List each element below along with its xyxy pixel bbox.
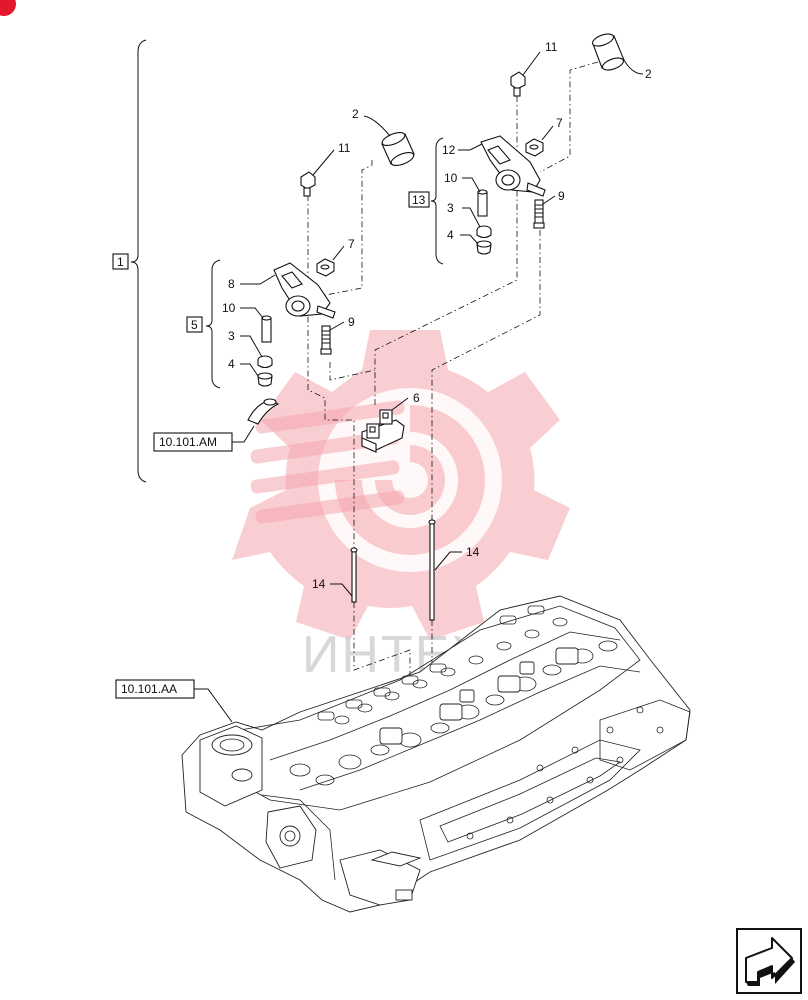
callout-8: 8 xyxy=(228,277,235,291)
callout-5: 5 xyxy=(191,318,198,332)
part-3-right-ring xyxy=(476,225,492,239)
part-9-left-screw xyxy=(320,325,332,355)
part-14-pushrod-left xyxy=(350,547,358,603)
callout-14-right: 14 xyxy=(466,545,480,559)
callout-10-right: 10 xyxy=(444,171,458,185)
part-clip xyxy=(247,398,280,425)
part-10-left-pin xyxy=(261,315,272,343)
callout-3-right: 3 xyxy=(447,201,454,215)
callout-box-5 xyxy=(186,316,203,333)
part-10-right-pin xyxy=(477,189,488,217)
watermark-gear-logo xyxy=(232,330,570,640)
callout-10-left: 10 xyxy=(222,301,236,315)
group-5-bracket xyxy=(205,259,221,389)
group-1-bracket xyxy=(130,39,147,483)
part-2-mid-bushing xyxy=(381,131,415,167)
part-4-left-cup xyxy=(257,372,273,387)
cylinder-head xyxy=(181,595,691,913)
callout-12: 12 xyxy=(442,143,456,157)
next-page-arrow-icon[interactable] xyxy=(736,928,802,994)
part-11-mid-bolt xyxy=(300,171,316,197)
part-11-top-bolt xyxy=(510,71,526,97)
part-4-right-cup xyxy=(476,240,492,255)
callout-11-mid: 11 xyxy=(338,141,351,155)
part-2-top-bushing xyxy=(591,33,625,71)
callout-7-right: 7 xyxy=(556,116,563,130)
corner-mark xyxy=(0,0,16,16)
callout-2-mid: 2 xyxy=(352,107,359,121)
callout-1: 1 xyxy=(117,255,124,269)
part-3-left-ring xyxy=(257,355,273,369)
group-13-bracket xyxy=(430,137,444,265)
ref-10-101-am: 10.101.AM xyxy=(159,435,217,449)
ref-10-101-aa: 10.101.AA xyxy=(121,682,177,696)
callout-9-right: 9 xyxy=(558,189,565,203)
callout-3-left: 3 xyxy=(228,329,235,343)
callout-2-top: 2 xyxy=(645,67,652,81)
callout-13: 13 xyxy=(412,193,426,207)
callout-4-left: 4 xyxy=(228,357,235,371)
callout-4-right: 4 xyxy=(447,228,454,242)
callout-7-left: 7 xyxy=(348,237,355,251)
callout-6: 6 xyxy=(413,391,420,405)
callout-box-1 xyxy=(112,253,129,270)
part-8-rocker-arm xyxy=(273,262,336,319)
part-14-pushrod-right xyxy=(428,519,436,621)
callout-14-left: 14 xyxy=(312,577,326,591)
part-12-rocker-arm xyxy=(480,135,546,197)
part-7-left-nut xyxy=(316,258,335,277)
callout-box-13 xyxy=(408,191,430,208)
callout-11-top: 11 xyxy=(545,40,558,54)
assembly-lines xyxy=(299,61,599,760)
callout-9-left: 9 xyxy=(348,315,355,329)
part-9-right-screw xyxy=(533,199,545,229)
part-6-bridge xyxy=(361,409,405,453)
part-7-right-nut xyxy=(525,138,544,157)
